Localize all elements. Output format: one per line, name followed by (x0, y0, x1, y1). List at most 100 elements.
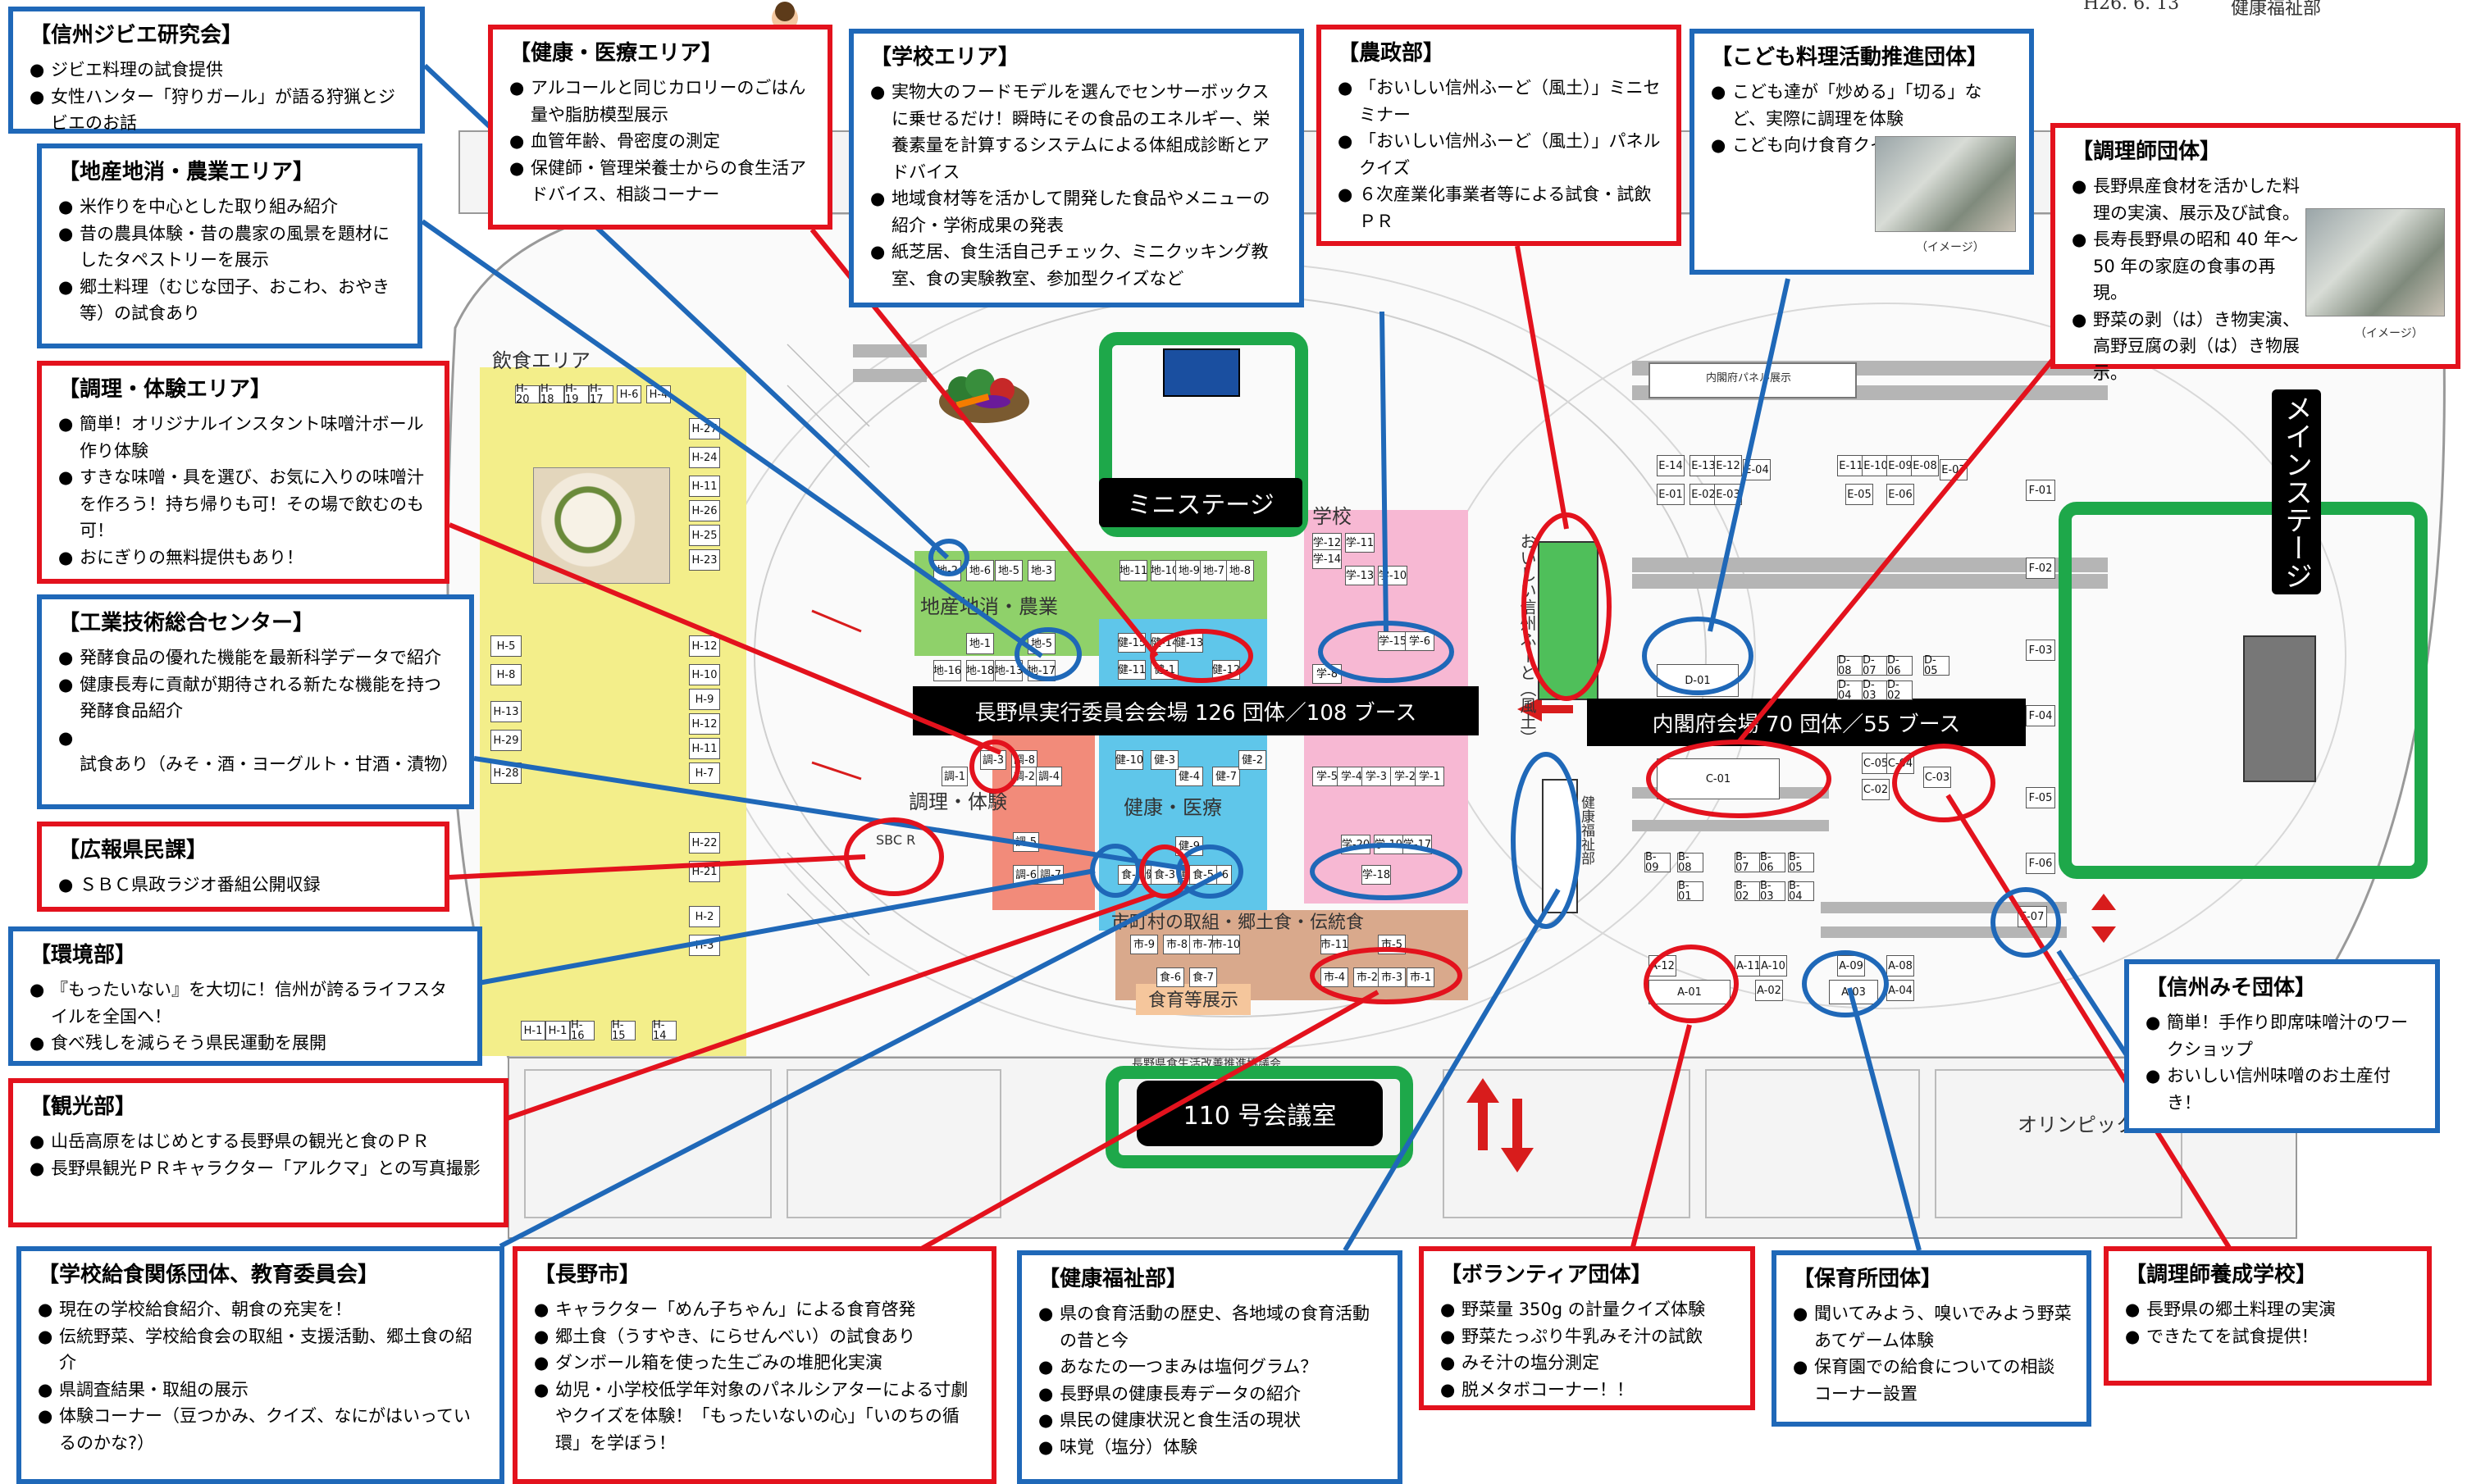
info-noseibu-list: 「おいしい信州ふーど（風土）」ミニセミナー「おいしい信州ふーど（風土）」パネルク… (1338, 75, 1662, 234)
booth-ken: 健-12 (1212, 660, 1240, 680)
booth-shi: 市-4 (1320, 967, 1348, 987)
booth-d: D-02 (1886, 680, 1913, 701)
booth-gaku: 学-11 (1345, 533, 1375, 553)
booth-shi: 市-5 (1378, 935, 1406, 954)
mini-stage-label: ミニステージ (1099, 478, 1302, 527)
booth-h_bottom: H-1 (521, 1021, 545, 1040)
bullet-item: 「おいしい信州ふーど（風土）」ミニセミナー (1338, 75, 1662, 128)
booth-chori: 調-7 (1037, 865, 1064, 885)
booth-shi: 市-10 (1212, 935, 1240, 954)
booth-shi: 食-6 (1156, 967, 1184, 987)
booth-e: E-13 (1690, 455, 1717, 476)
bullet-item: 試食あり（みそ・酒・ヨーグルト・甘酒・漬物） (58, 725, 458, 778)
booth-ken: 健-9 (1175, 836, 1203, 856)
booth-a: A-12 (1648, 955, 1676, 976)
booth-ken: 健-4 (1175, 767, 1203, 786)
info-volunteer: 【ボランティア団体】 野菜量 350g の計量クイズ体験野菜たっぷり牛乳みそ汁の… (1419, 1246, 1755, 1410)
bullet-item: 郷土食（うすやき、にらせんべい）の試食あり (534, 1323, 977, 1350)
booth-ken: 健-13 (1175, 633, 1203, 653)
booth-b: B-04 (1788, 881, 1814, 902)
bullet-item: 伝統野菜、学校給食会の取組・支援活動、郷土食の紹介 (38, 1323, 485, 1377)
booth-f: F-03 (2026, 640, 2055, 661)
booth-gaku: 学-3 (1361, 767, 1391, 786)
booth-chi: 地-18 (966, 660, 994, 681)
booth-shi: 市-2 (1353, 967, 1381, 987)
info-jibie: 【信州ジビエ研究会】 ジビエ料理の試食提供女性ハンター「狩りガール」が語る狩猟と… (8, 7, 425, 134)
info-volunteer-title: 【ボランティア団体】 (1440, 1263, 1653, 1287)
booth-h_right: H-22 (689, 832, 720, 854)
info-gakko-title: 【学校エリア】 (870, 45, 1020, 70)
bullet-item: 保育園での給食についての相談コーナー設置 (1793, 1354, 2072, 1407)
booth-chi: 地-10 (1151, 560, 1179, 581)
bullet-item: 脱メタボコーナー！！ (1440, 1377, 1735, 1404)
kodomo-caption: （イメージ） (1916, 241, 1985, 254)
info-kenkoiryo: 【健康・医療エリア】 アルコールと同じカロリーのごはん量や脂肪模型展示血管年齢、… (488, 25, 832, 230)
booth-h_top: H-17 (589, 384, 613, 405)
booth-gaku: 学-19 (1374, 835, 1403, 854)
booth-e: E-02 (1690, 484, 1717, 505)
bullet-item: 長野県産食材を活かした料理の実演、展示及び試食。 (2072, 173, 2310, 226)
info-chisan-title: 【地産地消・農業エリア】 (58, 160, 315, 184)
bullet-item: 女性ハンター「狩りガール」が語る狩猟とジビエのお話 (30, 84, 405, 137)
info-choriishi: 【調理師団体】 長野県産食材を活かした料理の実演、展示及び試食。長寿長野県の昭和… (2050, 123, 2460, 383)
booth-f: F-04 (2026, 705, 2055, 726)
booth-ken: 健-3 (1151, 750, 1179, 770)
bullet-item: 食べ残しを減らそう県民運動を展開 (30, 1030, 463, 1057)
kenko-fukushi-booth (1542, 779, 1578, 913)
info-kogyo: 【工業技術総合センター】 発酵食品の優れた機能を最新科学データで紹介健康長寿に貢… (37, 594, 474, 809)
bullet-item: 昔の農具体験・昔の農家の風景を題材にしたタペストリーを展示 (58, 221, 403, 274)
booth-gaku: 学-13 (1345, 566, 1375, 585)
choriishi-caption: （イメージ） (2355, 327, 2424, 340)
booth-ken: 健-11 (1118, 660, 1146, 680)
info-naganoshi-list: キャラクター「めん子ちゃん」による食育啓発郷土食（うすやき、にらせんべい）の試食… (534, 1296, 977, 1456)
booth-h_right: H-9 (689, 689, 720, 710)
booth-d: D-01 (1657, 664, 1739, 697)
bullet-item: 長野県の健康長寿データの紹介 (1038, 1381, 1383, 1408)
booth-h_right: H-23 (689, 549, 720, 571)
info-kodomo-title: 【こども料理活動推進団体】 (1711, 45, 1989, 70)
booth-h_left: H-28 (490, 762, 522, 784)
booth-h_bottom: H-16 (570, 1020, 595, 1041)
bullet-item: 味覚（塩分）体験 (1038, 1434, 1383, 1461)
booth-h_left: H-5 (490, 635, 522, 657)
info-volunteer-list: 野菜量 350g の計量クイズ体験野菜たっぷり牛乳みそ汁の試飲みそ汁の塩分測定脱… (1440, 1296, 1735, 1403)
booth-a: A-03 (1829, 980, 1878, 1004)
sbc-label: SBC R (876, 832, 916, 848)
bullet-item: 血管年齢、骨密度の測定 (509, 128, 813, 155)
info-noseibu: 【農政部】 「おいしい信州ふーど（風土）」ミニセミナー「おいしい信州ふーど（風土… (1316, 25, 1681, 246)
booth-chi: 地-17 (1028, 660, 1056, 681)
booth-h_right: H-27 (689, 418, 720, 439)
kenko-area-label: 健康・医療 (1124, 796, 1222, 819)
booth-shi: 食-5 (1189, 865, 1217, 885)
booth-gaku: 学-14 (1312, 549, 1342, 569)
booth-f: F-01 (2026, 480, 2055, 501)
oishii-shinshu-label: おいしい信州ふーど（風土） (1517, 533, 1537, 746)
header-dept: 健康福祉部 (2231, 0, 2322, 19)
booth-chi: 地-7 (1200, 560, 1228, 581)
booth-shi: 市-11 (1320, 935, 1348, 954)
booth-h_top: H-18 (540, 384, 564, 405)
booth-shi: 食-4 (1118, 865, 1146, 885)
booth-e: E-14 (1657, 455, 1685, 476)
booth-d: D-03 (1862, 680, 1888, 701)
info-kodomo: 【こども料理活動推進団体】 こども達が「炒める」「切る」など、実際に調理を体験こ… (1690, 29, 2034, 275)
naikaku-panel-label: 内閣府パネル展示 (1706, 372, 1792, 385)
bullet-item: 長野県の郷土料理の実演 (2125, 1296, 2412, 1323)
bullet-item: ダンボール箱を使った生ごみの堆肥化実演 (534, 1350, 977, 1377)
bullet-item: 県民の健康状況と食生活の現状 (1038, 1407, 1383, 1434)
info-kanko-list: 山岳高原をはじめとする長野県の観光と食のＰＲ長野県観光ＰＲキャラクター「アルクマ… (30, 1128, 489, 1181)
bullet-item: こども達が「炒める」「切る」など、実際に調理を体験 (1711, 79, 2014, 132)
booth-h_left: H-29 (490, 730, 522, 751)
bullet-item: 『もったいない』を大切に！信州が誇るライフスタイルを全国へ！ (30, 976, 463, 1030)
booth-chi: 地-9 (1175, 560, 1203, 581)
info-noseibu-title: 【農政部】 (1338, 41, 1445, 66)
info-kankyo-list: 『もったいない』を大切に！信州が誇るライフスタイルを全国へ！食べ残しを減らそう県… (30, 976, 463, 1057)
info-chori-title: 【調理・体験エリア】 (58, 377, 272, 402)
booth-h_right: H-12 (689, 713, 720, 735)
booth-f: F-05 (2026, 787, 2055, 808)
booth-e: E-04 (1743, 459, 1771, 480)
vegetables-svg (939, 369, 1029, 423)
booth-gaku: 学-6 (1405, 631, 1434, 651)
booth-e: E-11 (1837, 455, 1865, 476)
booth-chi: 地-13 (995, 660, 1023, 681)
